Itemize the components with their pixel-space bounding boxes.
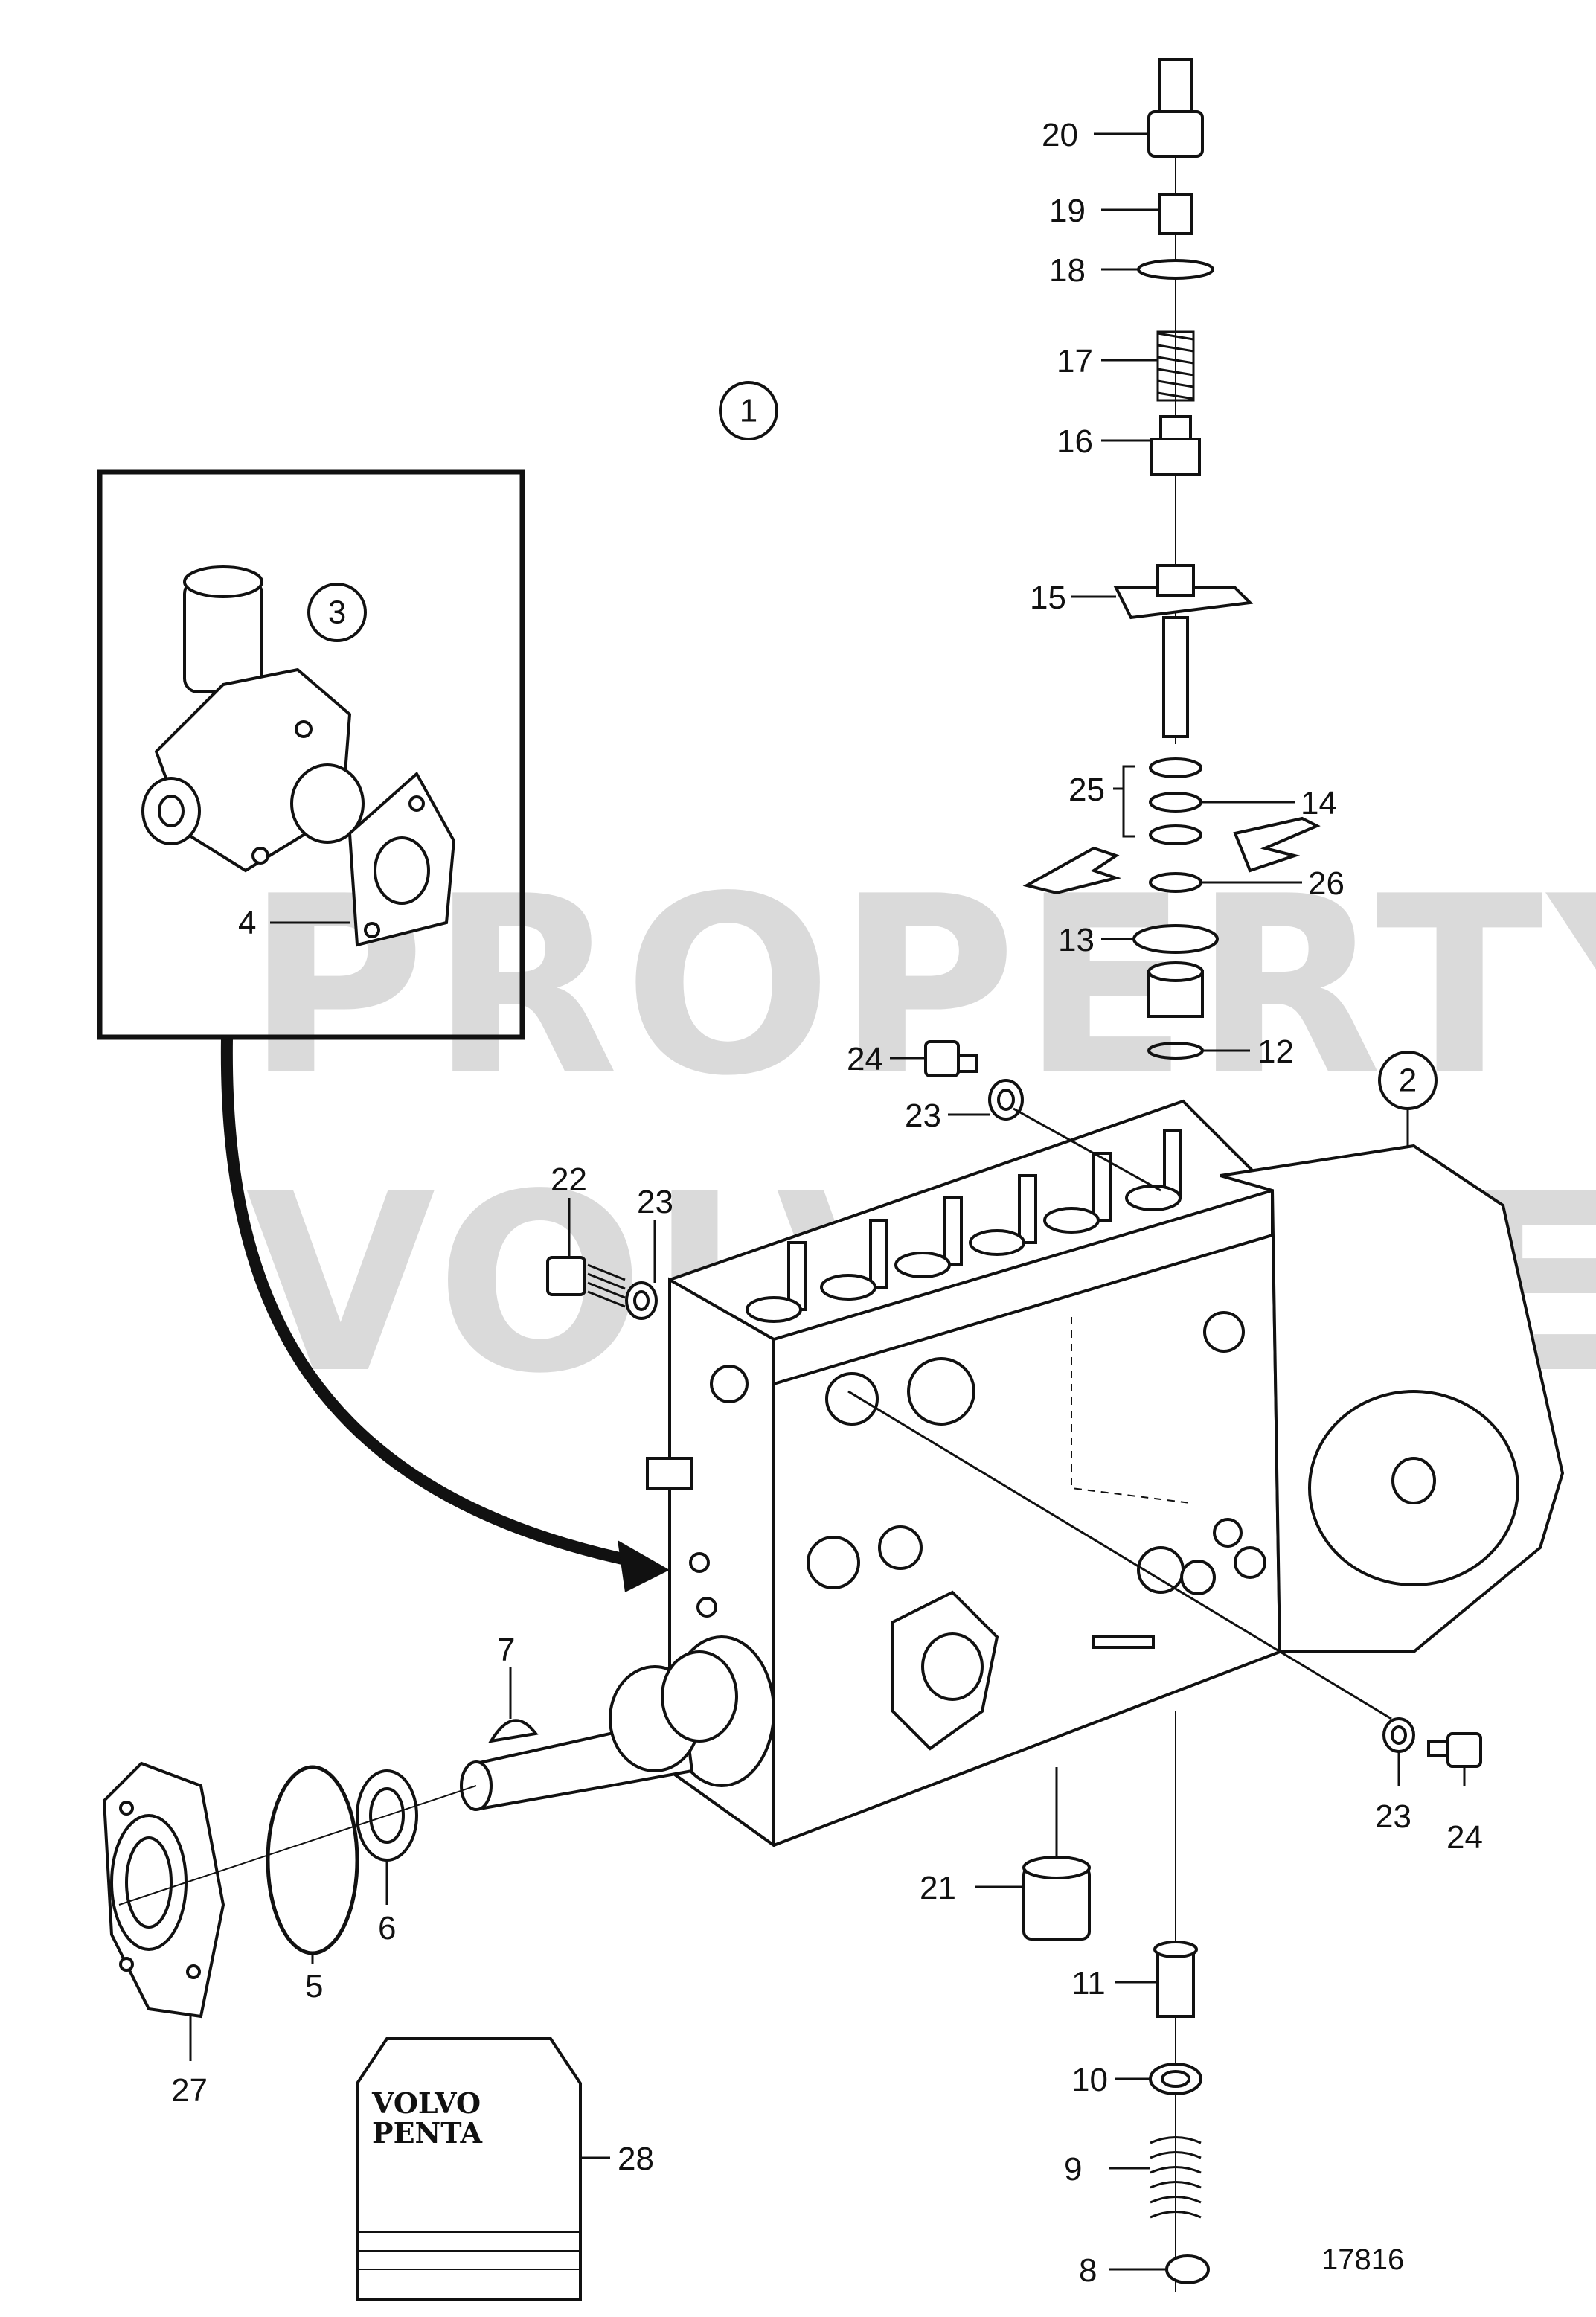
callout-24-right: 24 <box>1446 1819 1483 1856</box>
logo-volvo: VOLVO <box>371 2086 481 2120</box>
delivery-valve-stack <box>1022 58 1321 1060</box>
group-1-label: 1 <box>740 393 757 429</box>
callout-14: 14 <box>1301 785 1337 821</box>
callout-18: 18 <box>1049 252 1086 289</box>
figure-code: 17816 <box>1321 2243 1404 2276</box>
callout-19: 19 <box>1049 193 1086 229</box>
group-3-label: 3 <box>328 595 346 631</box>
right-plugs <box>847 1390 1482 1768</box>
callout-23-top: 23 <box>905 1097 941 1134</box>
upper-plugs <box>546 1040 1161 1320</box>
callout-16: 16 <box>1057 423 1093 460</box>
lower-stack <box>1022 1711 1210 2292</box>
callout-27: 27 <box>171 2072 208 2109</box>
group-1-circle <box>719 381 778 440</box>
callout-11: 11 <box>1071 1965 1106 2002</box>
feed-pump-inset: 4 3 <box>97 469 525 1040</box>
watermark-line-1: PROPERTY OF <box>246 844 1596 1129</box>
callout-6: 6 <box>378 1910 396 1946</box>
assembly-arrow <box>220 1037 641 1568</box>
callout-22: 22 <box>551 1161 587 1198</box>
callout-24-top: 24 <box>847 1041 883 1077</box>
callout-17: 17 <box>1057 343 1093 379</box>
callout-21: 21 <box>920 1870 956 1906</box>
feed-pump-drawing <box>141 565 456 947</box>
callout-20: 20 <box>1042 117 1078 153</box>
callout-5: 5 <box>305 1968 323 2004</box>
callout-10: 10 <box>1071 2062 1108 2098</box>
callout-23-right: 23 <box>1375 1798 1411 1835</box>
leader-lines <box>189 132 1466 2271</box>
callout-13: 13 <box>1058 922 1095 958</box>
callout-15: 15 <box>1030 580 1066 616</box>
callout-12: 12 <box>1257 1033 1294 1070</box>
group-3-circle <box>307 583 367 642</box>
callout-25: 25 <box>1068 772 1105 808</box>
callout-7: 7 <box>497 1632 515 1668</box>
callout-9: 9 <box>1064 2151 1082 2188</box>
camshaft <box>460 1650 738 1811</box>
group-2-label: 2 <box>1399 1063 1417 1099</box>
callout-28: 28 <box>618 2141 654 2177</box>
logo-penta: PENTA <box>372 2116 482 2150</box>
callout-8: 8 <box>1079 2252 1097 2289</box>
callout-labels: 20 19 18 17 16 15 25 14 26 13 12 24 23 2… <box>171 117 1483 2289</box>
callout-26: 26 <box>1308 865 1345 902</box>
callout-23-left: 23 <box>637 1184 673 1220</box>
callout-4: 4 <box>238 905 256 941</box>
manual-booklet: VOLVO PENTA <box>356 2037 610 2301</box>
